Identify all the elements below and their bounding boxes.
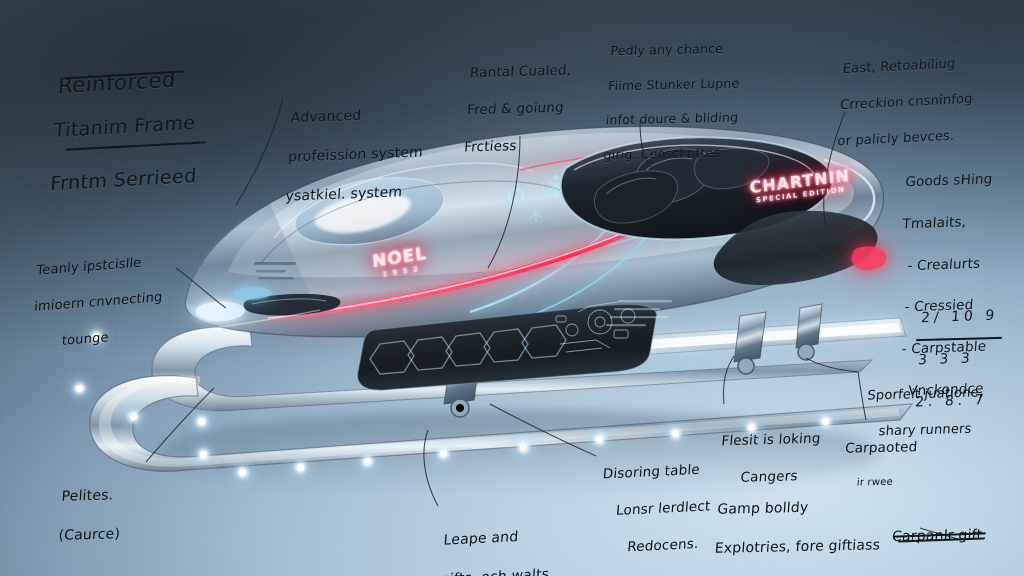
gamp-line-1: Gamp bolldy	[716, 500, 809, 519]
led-dot	[200, 451, 207, 458]
led-dot	[239, 469, 246, 476]
advanced-line-3: ysatkiel. system	[284, 183, 403, 205]
east-line-1: East, Retoabiliug	[842, 56, 956, 78]
rantal-line-2: Fred & goiung	[466, 99, 565, 119]
advanced-line-1: Advanced	[290, 108, 362, 127]
led-dot	[297, 464, 304, 471]
hood-micro-label	[254, 262, 296, 280]
goods-title-2: Tmalaits,	[901, 213, 967, 233]
heading-line-2: Titanim Frame	[53, 112, 197, 143]
pedly-line-4: girig. Ceoscl nttes.	[603, 144, 725, 163]
leape-line-1: Leape and	[442, 529, 519, 550]
annotation-disoring: Disoring table Lonsr lerdlect Redocens.	[595, 441, 715, 576]
disoring-line-3: Redocens.	[626, 536, 700, 556]
led-dot	[822, 418, 829, 425]
teanly-line-2: imioern cnvnecting	[33, 289, 163, 315]
gamp-line-2: Explotries, fore giftiass	[714, 537, 881, 557]
led-dot	[130, 413, 137, 420]
pedly-line-1: Pedly any chance	[609, 41, 724, 59]
pedly-line-2: Fiime Stunker Lupne	[607, 75, 740, 94]
panel-micro-text	[606, 300, 672, 327]
cockpit-seats	[594, 148, 770, 224]
runner-front	[89, 375, 914, 472]
led-dot	[198, 418, 205, 425]
pelites-line-2: (Caurce)	[57, 526, 121, 544]
goods-title-1: Goods sHing	[904, 171, 994, 191]
disoring-line-2: Lonsr lerdlect	[615, 498, 712, 519]
annotation-teanly: Teanly ipstcislle imioern cnvnecting tou…	[30, 235, 166, 371]
leader-lines	[145, 98, 963, 541]
teanly-line-1: Teanly ipstcislle	[36, 255, 142, 279]
annotation-advanced-system: Advanced profeission system ysatkiel. sy…	[284, 85, 428, 226]
led-dot	[364, 458, 371, 465]
pedly-line-3: infot doure & bliding	[605, 109, 739, 128]
hex-vent-grille	[369, 324, 567, 375]
annotation-rantal: Rantal Cualed, Fred & goiung Frctiess	[462, 42, 574, 176]
carpaoted-line-1: Carpaoted	[844, 438, 918, 457]
heading-line-3: Frntm Serrieed	[49, 164, 198, 195]
annotation-leape: Leape and gifts. och walts.	[439, 507, 559, 576]
led-dot	[76, 385, 83, 392]
goods-number-row-0: 2/ 10 9	[920, 307, 999, 327]
led-dot	[596, 436, 603, 443]
rantal-line-1: Rantal Cualed,	[469, 62, 572, 81]
sleigh-body	[184, 125, 885, 338]
east-line-3: or palicly bevces.	[836, 128, 955, 150]
led-dot	[520, 444, 527, 451]
annotation-pedly: Pedly any chance Fiime Stunker Lupne inf…	[602, 22, 745, 180]
tail-light	[851, 246, 887, 270]
disoring-line-1: Disoring table	[602, 461, 701, 483]
pelites-line-1: Pelites.	[60, 487, 114, 506]
sporfeit-line-1: Sporfeit juatione,	[866, 385, 984, 404]
headlight-cluster	[189, 293, 341, 331]
led-dot	[748, 424, 755, 431]
flesit-line-1: Flesit is loking	[720, 430, 822, 449]
teanly-line-3: tounge	[61, 329, 110, 349]
leape-line-2: gifts. och walts.	[440, 565, 555, 576]
led-dot	[672, 430, 679, 437]
circuit-graphic-panel	[555, 301, 636, 353]
lower-skirt-panel	[357, 300, 672, 391]
advanced-line-2: profeission system	[287, 144, 424, 166]
annotation-heading-frame: Titanim Frame Frntm Serrieed	[48, 84, 203, 224]
annotation-pelites: Pelites. (Caurce)	[56, 467, 125, 566]
east-line-2: Crreckion cnsninfog	[839, 91, 974, 114]
led-dot	[440, 450, 447, 457]
led-dot	[93, 333, 100, 340]
rantal-line-3: Frctiess	[463, 138, 518, 156]
annotation-gamp: Gamp bolldy Explotries, fore giftiass	[713, 478, 885, 576]
goods-item-0: - Crealurts	[906, 255, 981, 274]
